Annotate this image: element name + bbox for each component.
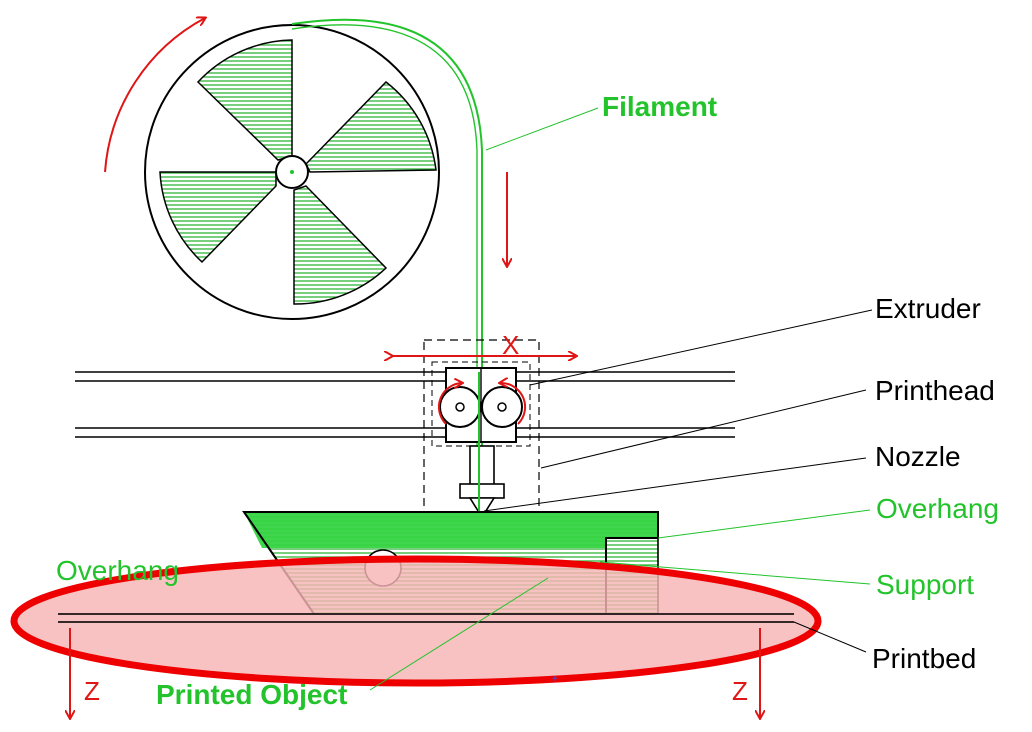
label-printhead: Printhead	[875, 375, 995, 406]
roller-right-rotation-arrow	[500, 383, 527, 425]
spool-blade-top	[196, 39, 293, 161]
nozzle-body	[459, 483, 505, 499]
label-nozzle: Nozzle	[875, 441, 961, 472]
label-overhang-right: Overhang	[876, 493, 999, 524]
spool-blade-bottom	[293, 185, 388, 305]
label-printed-object: Printed Object	[156, 679, 347, 710]
filament-strand	[291, 18, 483, 512]
label-overhang-left: Overhang	[56, 555, 179, 586]
label-filament: Filament	[602, 91, 717, 122]
leader-lines	[369, 107, 873, 691]
spool-blade-right	[305, 80, 437, 173]
z-axis-label-left: Z	[84, 676, 100, 706]
filament-spool	[144, 24, 440, 320]
label-support: Support	[876, 569, 974, 600]
gantry-rails	[75, 371, 735, 438]
overhang-top-region	[244, 512, 658, 548]
z-axis-label-right: Z	[732, 676, 748, 706]
roller-left-rotation-arrow	[437, 383, 462, 425]
printhead-assembly	[423, 339, 540, 517]
highlight-ellipse	[10, 555, 822, 687]
small-cross-mark: +	[552, 674, 558, 685]
spool-rotation-arrow	[104, 18, 205, 173]
label-extruder: Extruder	[875, 293, 981, 324]
label-printbed: Printbed	[872, 643, 976, 674]
printhead-boundary	[423, 339, 540, 517]
x-axis-label: X	[502, 330, 519, 360]
spool-blade-left	[159, 171, 277, 264]
